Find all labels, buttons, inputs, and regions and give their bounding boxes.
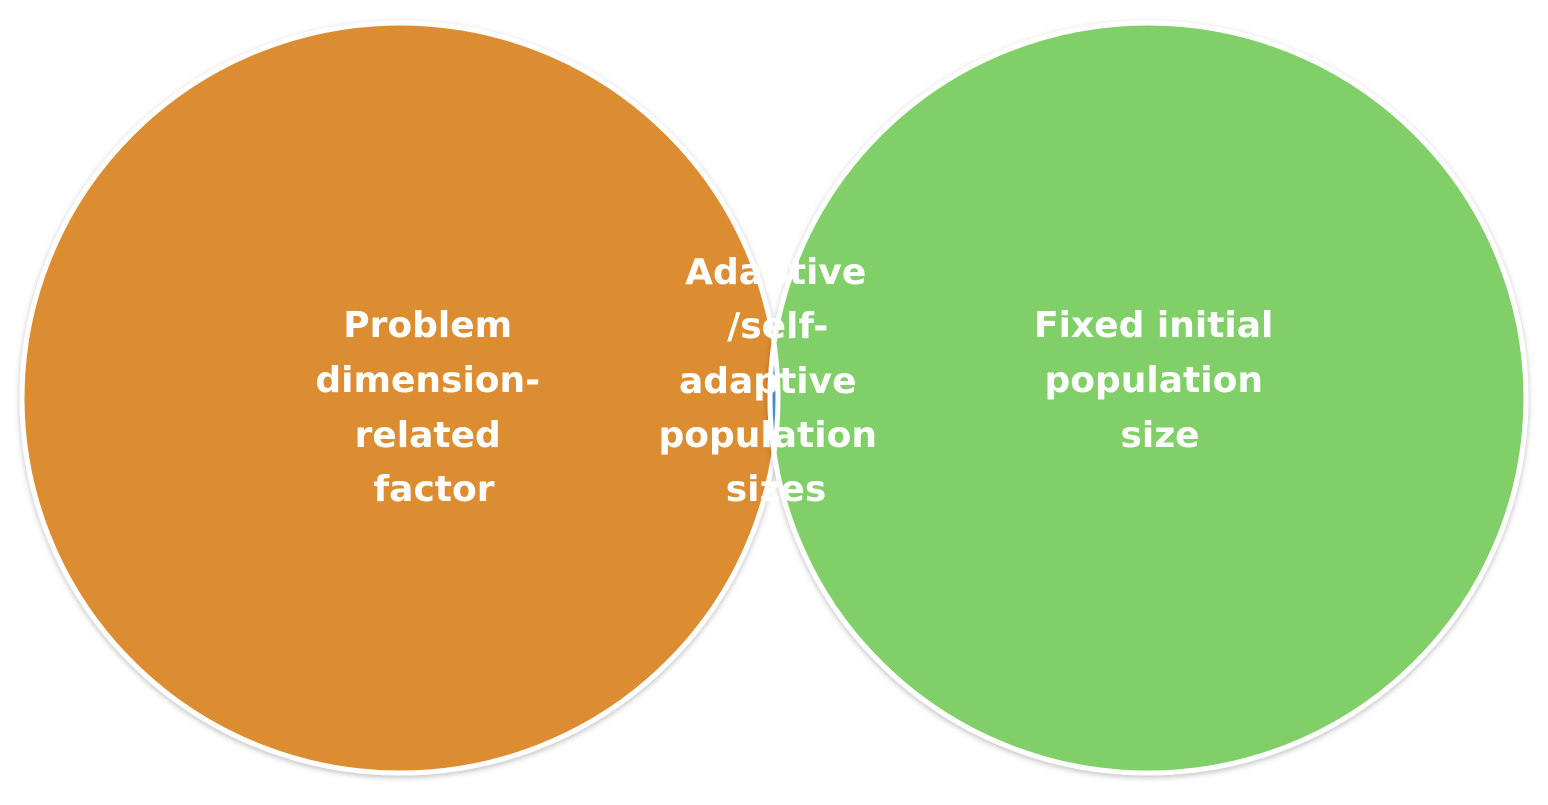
intersection-label-line: population [659, 415, 877, 456]
intersection-label-line: sizes [726, 469, 827, 510]
right-set-label: Fixed initial population size [1034, 305, 1286, 456]
right-set-inner-outline [767, 23, 778, 773]
left-set-label-line: Problem [343, 305, 512, 346]
intersection-label: Adaptive /self- adaptive population size… [659, 252, 890, 510]
intersection-label-line: adaptive [679, 361, 857, 402]
intersection-label-line: /self- [727, 306, 828, 347]
left-set-label-line: related [355, 415, 501, 456]
left-set-label-line: factor [374, 469, 495, 510]
right-set-label-line: population [1045, 360, 1263, 401]
left-set-label: Problem dimension- related factor [315, 305, 552, 510]
left-set-inner-outline [770, 23, 781, 773]
right-set-label-line: Fixed initial [1034, 305, 1273, 346]
intersection-label-line: Adaptive [685, 252, 866, 293]
right-set-label-line: size [1120, 415, 1199, 456]
left-set-label-line: dimension- [315, 360, 540, 401]
